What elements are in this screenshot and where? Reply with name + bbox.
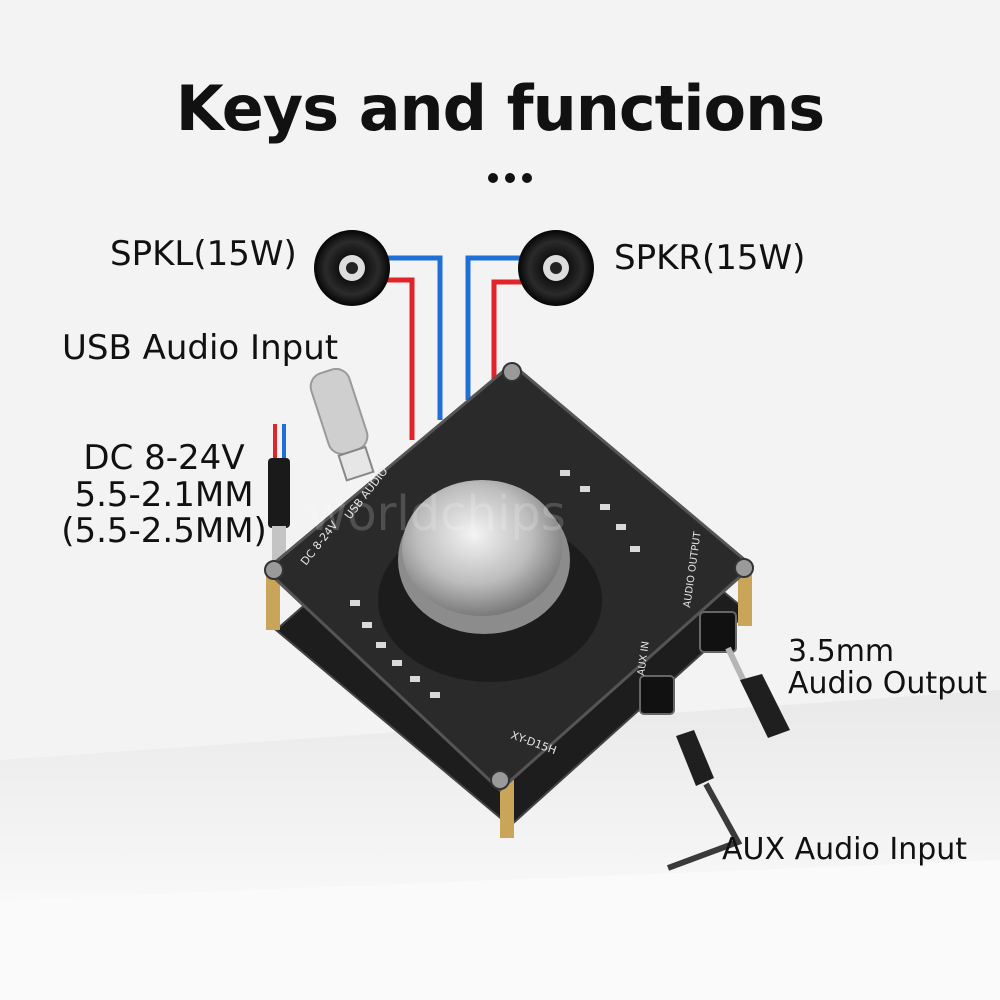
aux-input-cable-icon xyxy=(666,730,743,871)
speaker-wires xyxy=(382,255,524,440)
label-dc-line3: (5.5-2.5MM) xyxy=(61,511,267,552)
usb-stick-icon xyxy=(309,367,375,482)
right-speaker-icon xyxy=(518,230,594,306)
label-speaker-right: SPKR(15W) xyxy=(614,238,806,278)
volume-knob xyxy=(378,480,602,682)
standoffs xyxy=(266,570,752,838)
label-out-line1: 3.5mm xyxy=(788,634,895,669)
label-aux-input: AUX Audio Input xyxy=(722,832,968,867)
right-blue-wire xyxy=(465,255,520,400)
label-out-line2: Audio Output xyxy=(788,666,988,702)
page-title: Keys and functions xyxy=(175,72,825,145)
dc-plug-icon xyxy=(268,424,290,562)
audio-jacks xyxy=(639,611,737,715)
label-speaker-left: SPKL(15W) xyxy=(110,234,297,274)
board-text-aux-in: AUX IN xyxy=(636,641,652,677)
label-dc-input: DC 8-24V 5.5-2.1MM (5.5-2.5MM) xyxy=(44,440,284,550)
led-ring xyxy=(350,470,640,698)
label-audio-output: 3.5mm Audio Output xyxy=(788,634,988,702)
left-speaker-icon xyxy=(314,230,390,306)
board-screws xyxy=(264,362,754,790)
watermark: worldchips xyxy=(308,486,566,542)
left-red-wire xyxy=(382,277,415,440)
left-blue-wire xyxy=(388,255,443,420)
label-dc-line1: DC 8-24V xyxy=(83,438,245,478)
right-red-wire xyxy=(491,279,524,386)
label-dc-line2: 5.5-2.1MM xyxy=(74,474,254,515)
title-dots xyxy=(488,168,542,183)
label-usb-input: USB Audio Input xyxy=(62,328,339,368)
audio-output-cable-icon xyxy=(725,646,790,738)
